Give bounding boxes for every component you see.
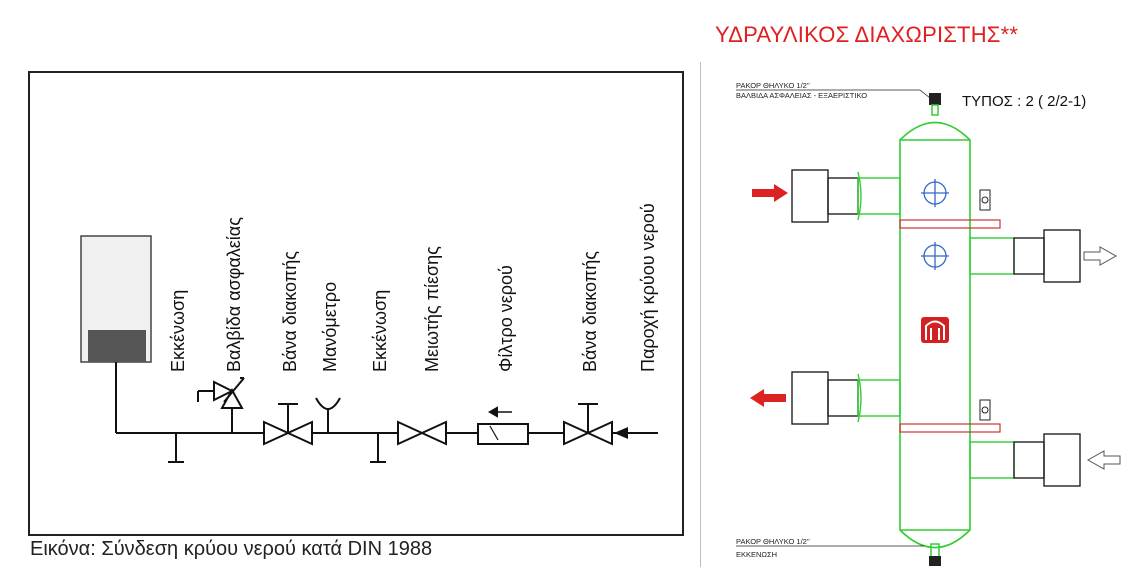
sensor-pocket-icon [921, 242, 949, 270]
label-shutoff-valve-2: Βάνα διακοπής [580, 251, 600, 372]
label-manometer: Μανόμετρο [320, 282, 340, 372]
main-pipe [115, 362, 658, 434]
outlet-arrow-icon [750, 389, 786, 407]
shutoff-valve-icon [263, 403, 313, 446]
manufacturer-logo-icon [921, 317, 949, 343]
hydraulic-separator-drawing: ΡΑΚΟΡ ΘΗΛΥΚΟ 1/2'' ΒΑΛΒΙΔΑ ΑΣΦΑΛΕΙΑΣ - Ε… [736, 81, 1121, 566]
din-schematic-panel: Εκκένωση Βαλβίδα ασφαλείας Βάνα διακοπής… [28, 71, 684, 560]
boiler-tank-icon [80, 235, 152, 363]
flow-arrow-icon [614, 427, 628, 439]
outlet-connection-lower [791, 371, 901, 425]
label-drain-1: Εκκένωση [168, 290, 188, 372]
note-top-fitting: ΡΑΚΟΡ ΘΗΛΥΚΟ 1/2'' [736, 81, 810, 90]
drain-valve-icon [370, 433, 386, 463]
safety-valve-icon [197, 377, 245, 433]
separator-vessel [899, 121, 971, 549]
inlet-arrow-icon [752, 184, 788, 202]
label-safety-valve: Βαλβίδα ασφαλείας [224, 217, 244, 372]
label-water-filter: Φίλτρο νερού [496, 265, 516, 372]
note-top-valve: ΒΑΛΒΙΔΑ ΑΣΦΑΛΕΙΑΣ - ΕΞΑΕΡΙΣΤΙΚΟ [736, 91, 867, 100]
pressure-reducer-icon [397, 420, 447, 446]
mounting-bracket-icon [899, 219, 1001, 433]
panel-divider [700, 62, 701, 567]
shutoff-valve-icon [563, 403, 613, 446]
page-title: ΥΔΡΑΥΛΙΚΟΣ ΔΙΑΧΩΡΙΣΤΗΣ** [715, 22, 1019, 47]
drain-valve-icon [168, 433, 184, 463]
vent-valve-icon [929, 93, 941, 116]
sensor-pocket-icon [921, 179, 949, 207]
inlet-arrow-right-icon [1086, 450, 1121, 470]
din-schematic: Εκκένωση Βαλβίδα ασφαλείας Βάνα διακοπής… [28, 71, 684, 536]
outlet-connection-right-upper [969, 229, 1081, 283]
outlet-arrow-right-icon [1083, 246, 1118, 266]
water-filter-icon [477, 406, 529, 445]
figure-caption: Εικόνα: Σύνδεση κρύου νερού κατά DIN 198… [30, 538, 433, 560]
note-bottom-fitting: ΡΑΚΟΡ ΘΗΛΥΚΟ 1/2'' [736, 537, 810, 546]
schematic-frame [28, 71, 684, 536]
note-bottom-drain: ΕΚΚΕΝΩΣΗ [736, 550, 777, 559]
inlet-connection-right-lower [969, 433, 1081, 487]
label-drain-2: Εκκένωση [370, 290, 390, 372]
type-label: ΤΥΠΟΣ : 2 ( 2/2-1) [962, 93, 1086, 110]
hydraulic-separator-panel: ΡΑΚΟΡ ΘΗΛΥΚΟ 1/2'' ΒΑΛΒΙΔΑ ΑΣΦΑΛΕΙΑΣ - Ε… [704, 60, 1135, 567]
label-shutoff-valve-1: Βάνα διακοπής [280, 251, 300, 372]
label-pressure-reducer: Μειωτής πίεσης [422, 246, 442, 372]
label-cold-water-supply: Παροχή κρύου νερού [638, 203, 658, 372]
manometer-icon [315, 397, 341, 433]
inlet-connection-upper [791, 169, 901, 223]
drain-fitting-icon [929, 543, 941, 566]
